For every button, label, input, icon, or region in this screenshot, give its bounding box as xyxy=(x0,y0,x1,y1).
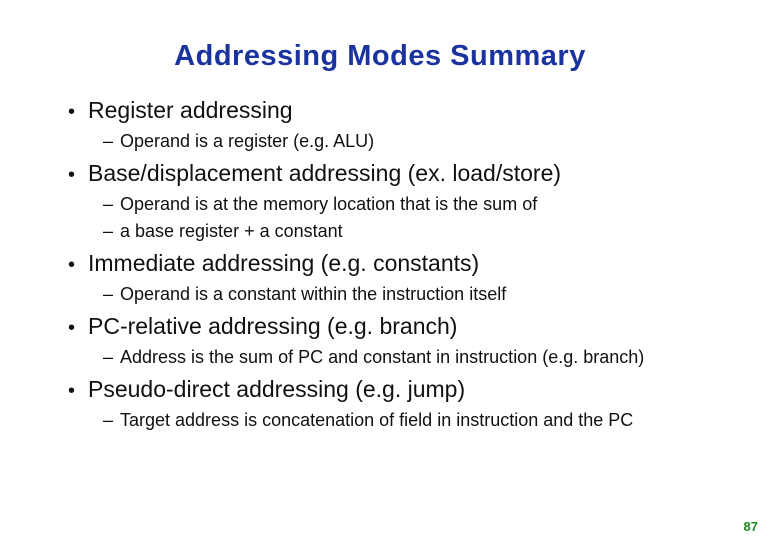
dash-icon: – xyxy=(103,221,114,241)
bullet-item-base-displacement: • Base/displacement addressing (ex. load/… xyxy=(0,160,780,188)
dash-icon: – xyxy=(103,347,114,367)
dash-icon: – xyxy=(103,410,114,430)
sub-bullet-text: Operand is at the memory location that i… xyxy=(120,194,538,214)
bullet-icon: • xyxy=(68,254,76,276)
bullet-label: Immediate addressing (e.g. constants) xyxy=(88,250,480,276)
bullet-icon: • xyxy=(68,164,76,186)
bullet-item-pc-relative: • PC-relative addressing (e.g. branch) xyxy=(0,313,780,341)
sub-bullet-text: a base register + a constant xyxy=(120,221,343,241)
bullet-icon: • xyxy=(68,317,76,339)
bullet-label: Base/displacement addressing (ex. load/s… xyxy=(88,160,562,186)
bullet-list: •Register addressing –Operand is a regis… xyxy=(0,97,780,431)
sub-bullet: –Address is the sum of PC and constant i… xyxy=(0,347,780,368)
bullet-icon: • xyxy=(68,101,76,123)
sub-bullet-text: Operand is a constant within the instruc… xyxy=(120,284,507,304)
bullet-label: PC-relative addressing (e.g. branch) xyxy=(88,313,458,339)
bullet-item-register: • Register addressing xyxy=(0,97,780,125)
slide-title: Addressing Modes Summary xyxy=(174,40,586,72)
page-number: 87 xyxy=(743,519,758,534)
dash-icon: – xyxy=(103,194,114,214)
dash-icon: – xyxy=(103,284,114,304)
sub-bullet-text: Operand is a register (e.g. ALU) xyxy=(120,131,375,151)
sub-bullet: –Target address is concatenation of fiel… xyxy=(0,410,780,431)
bullet-item-immediate: • Immediate addressing (e.g. constants) xyxy=(0,250,780,278)
sub-bullet: –Operand is a constant within the instru… xyxy=(0,284,780,305)
bullet-label: Register addressing xyxy=(88,97,293,123)
sub-bullet: –a base register + a constant xyxy=(0,221,780,242)
bullet-icon: • xyxy=(68,380,76,402)
sub-bullet: –Operand is a register (e.g. ALU) xyxy=(0,131,780,152)
dash-icon: – xyxy=(103,131,114,151)
bullet-label: Pseudo-direct addressing (e.g. jump) xyxy=(88,376,466,402)
bullet-item-pseudo-direct: • Pseudo-direct addressing (e.g. jump) xyxy=(0,376,780,404)
sub-bullet-text: Address is the sum of PC and constant in… xyxy=(120,347,645,367)
sub-bullet: –Operand is at the memory location that … xyxy=(0,194,780,215)
sub-bullet-text: Target address is concatenation of field… xyxy=(120,410,634,430)
